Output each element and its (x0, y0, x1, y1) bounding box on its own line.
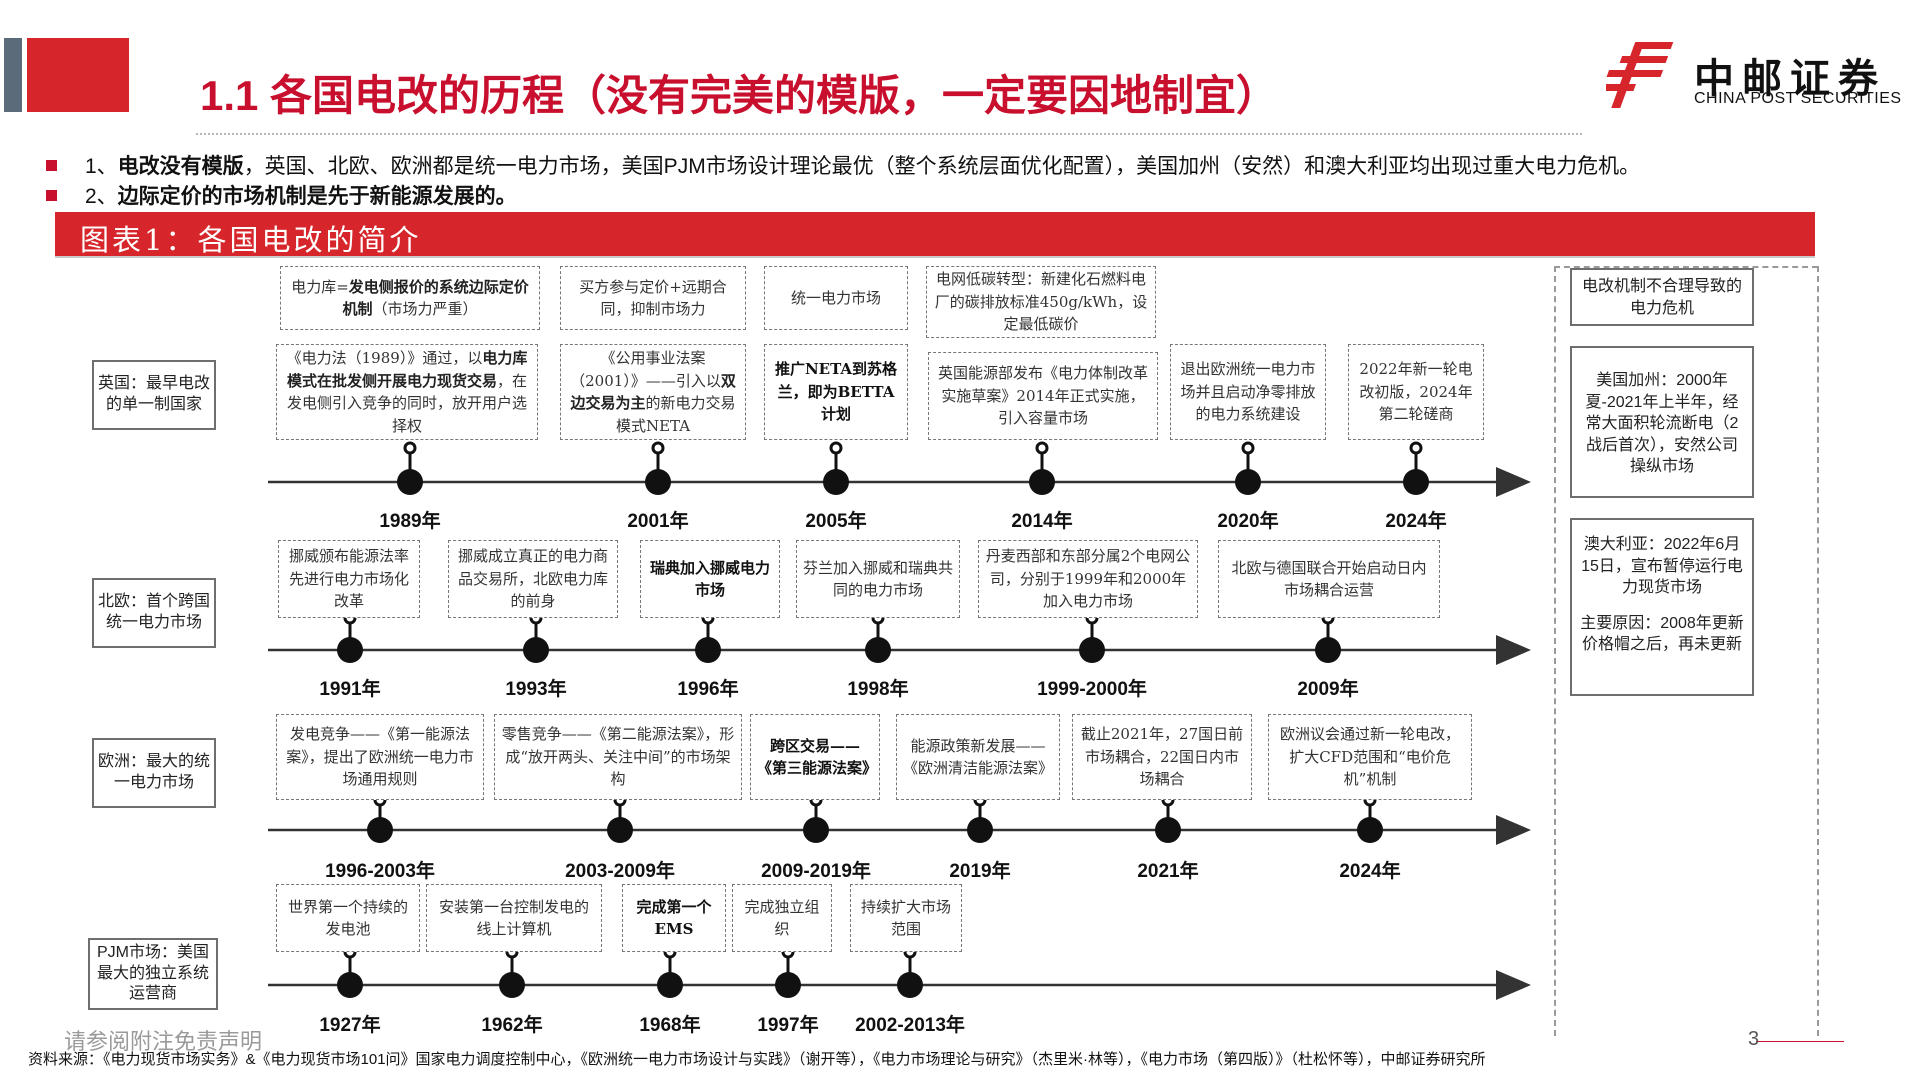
header-divider (196, 133, 1582, 135)
uk-2005-note: 统一电力市场 (764, 266, 908, 330)
year-label: 2024年 (1385, 511, 1447, 532)
bullet-square-icon (46, 160, 57, 171)
pjm-1968-event: 完成第一个EMS (622, 884, 726, 952)
uk-2014-note: 电网低碳转型：新建化石燃料电厂的碳排放标准450g/kWh，设定最低碳价 (926, 266, 1156, 338)
year-label: 2002-2013年 (855, 1015, 965, 1036)
right-panel-border (1817, 266, 1819, 1036)
figure-banner-underline (55, 256, 1815, 258)
year-label: 2005年 (805, 511, 867, 532)
europe-2021-event: 截止2021年，27国日前市场耦合，22国日内市场耦合 (1072, 714, 1252, 800)
footer-line (1756, 1041, 1844, 1042)
page-number: 3 (1748, 1028, 1760, 1050)
year-label: 2014年 (1011, 511, 1073, 532)
bullet-2: 2、边际定价的市场机制是先于新能源发展的。 (46, 180, 517, 210)
row-label-pjm: PJM市场：美国最大的独立系统运营商 (88, 938, 218, 1010)
crisis-header: 电改机制不合理导致的电力危机 (1570, 268, 1754, 326)
year-label: 2024年 (1339, 861, 1401, 882)
year-label: 2019年 (949, 861, 1011, 882)
nordic-1991-event: 挪威颁布能源法率先进行电力市场化改革 (278, 540, 420, 618)
year-label: 1998年 (847, 679, 909, 700)
year-label: 1989年 (379, 511, 441, 532)
year-label: 1993年 (505, 679, 567, 700)
uk-1989-event: 《电力法（1989）》通过，以电力库模式在批发侧开展电力现货交易，在发电侧引入竞… (276, 344, 538, 440)
nordic-1993-event: 挪威成立真正的电力商品交易所，北欧电力库的前身 (448, 540, 618, 618)
uk-2024-event: 2022年新一轮电改初版，2024年第二轮磋商 (1348, 344, 1484, 440)
bullet-num: 1、 (85, 155, 118, 178)
year-label: 1997年 (757, 1015, 819, 1036)
bullet-1: 1、电改没有模版，英国、北欧、欧洲都是统一电力市场，美国PJM市场设计理论最优（… (46, 150, 1640, 180)
uk-2005-event: 推广NETA到苏格兰，即为BETTA计划 (764, 344, 908, 440)
year-label: 2009年 (1297, 679, 1359, 700)
uk-2001-note: 买方参与定价+远期合同，抑制市场力 (560, 266, 746, 330)
figure-caption: 图表1：各国电改的简介 (80, 223, 422, 257)
year-label: 1999-2000年 (1037, 679, 1147, 700)
right-panel-border (1554, 266, 1818, 268)
nordic-1999-event: 丹麦西部和东部分属2个电网公司，分别于1999年和2000年加入电力市场 (978, 540, 1198, 618)
europe-2009-event: 跨区交易——《第三能源法案》 (750, 714, 880, 800)
crisis-australia-reason: 主要原因：2008年更新价格帽之后，再未更新 (1580, 614, 1744, 654)
row-label-nordic: 北欧：首个跨国统一电力市场 (92, 578, 216, 648)
bullet-bold: 边际定价的市场机制是先于新能源发展的。 (117, 185, 517, 208)
year-label: 1968年 (639, 1015, 701, 1036)
europe-2019-event: 能源政策新发展——《欧洲清洁能源法案》 (896, 714, 1060, 800)
nordic-1998-event: 芬兰加入挪威和瑞典共同的电力市场 (796, 540, 960, 618)
year-label: 1927年 (319, 1015, 381, 1036)
europe-2003-event: 零售竞争——《第二能源法案》，形成“放开两头、关注中间”的市场架构 (494, 714, 742, 800)
pjm-1997-event: 完成独立组织 (732, 884, 832, 952)
pjm-2002-event: 持续扩大市场范围 (850, 884, 962, 952)
uk-1989-note: 电力库=发电侧报价的系统边际定价机制（市场力严重） (280, 266, 540, 330)
uk-2014-event: 英国能源部发布《电力体制改革实施草案》2014年正式实施，引入容量市场 (928, 352, 1158, 440)
year-label: 2020年 (1217, 511, 1279, 532)
china-post-logo-icon (1606, 42, 1674, 108)
crisis-california: 美国加州：2000年夏-2021年上半年，经常大面积轮流断电（2战后首次），安然… (1570, 346, 1754, 498)
source-note: 资料来源：《电力现货市场实务》&《电力现货市场101问》国家电力调度控制中心，《… (28, 1051, 1486, 1068)
crisis-australia: 澳大利亚：2022年6月15日，宣布暂停运行电力现货市场 主要原因：2008年更… (1570, 518, 1754, 696)
nordic-1996-event: 瑞典加入挪威电力市场 (640, 540, 780, 618)
pjm-1927-event: 世界第一个持续的发电池 (276, 884, 420, 952)
right-panel-border (1554, 266, 1556, 1036)
logo-text-en: CHINA POST SECURITIES (1694, 90, 1902, 107)
bullet-square-icon (46, 190, 57, 201)
year-label: 1962年 (481, 1015, 543, 1036)
disclaimer: 请参阅附注免责声明 (64, 1029, 263, 1054)
row-label-europe: 欧洲：最大的统一电力市场 (92, 738, 216, 808)
header-accent-red (27, 38, 129, 112)
pjm-1962-event: 安装第一台控制发电的线上计算机 (426, 884, 602, 952)
nordic-2009-event: 北欧与德国联合开始启动日内市场耦合运营 (1218, 540, 1440, 618)
figure-banner (55, 212, 1815, 256)
logo-text-cn: 中邮证券 (1694, 57, 1886, 101)
bullet-bold: 电改没有模版 (117, 155, 244, 178)
bullet-num: 2、 (85, 185, 118, 208)
year-label: 1996-2003年 (325, 861, 435, 882)
row-label-uk: 英国：最早电改的单一制国家 (92, 360, 216, 430)
uk-2020-event: 退出欧洲统一电力市场并且启动净零排放的电力系统建设 (1170, 344, 1326, 440)
year-label: 1991年 (319, 679, 381, 700)
header-accent-grey (4, 38, 22, 112)
year-label: 2001年 (627, 511, 689, 532)
uk-2001-event: 《公用事业法案（2001）》——引入以双边交易为主的新电力交易模式NETA (560, 344, 746, 440)
europe-1996-event: 发电竞争——《第一能源法案》，提出了欧洲统一电力市场通用规则 (276, 714, 484, 800)
year-label: 2021年 (1137, 861, 1199, 882)
europe-2024-event: 欧洲议会通过新一轮电改，扩大CFD范围和“电价危机”机制 (1268, 714, 1472, 800)
bullet-text: ，英国、北欧、欧洲都是统一电力市场，美国PJM市场设计理论最优（整个系统层面优化… (243, 155, 1641, 178)
year-label: 2003-2009年 (565, 861, 675, 882)
page-title: 1.1 各国电改的历程（没有完美的模版，一定要因地制宜） (200, 72, 1279, 119)
crisis-australia-text: 澳大利亚：2022年6月15日，宣布暂停运行电力现货市场 (1581, 536, 1743, 597)
year-label: 1996年 (677, 679, 739, 700)
year-label: 2009-2019年 (761, 861, 871, 882)
